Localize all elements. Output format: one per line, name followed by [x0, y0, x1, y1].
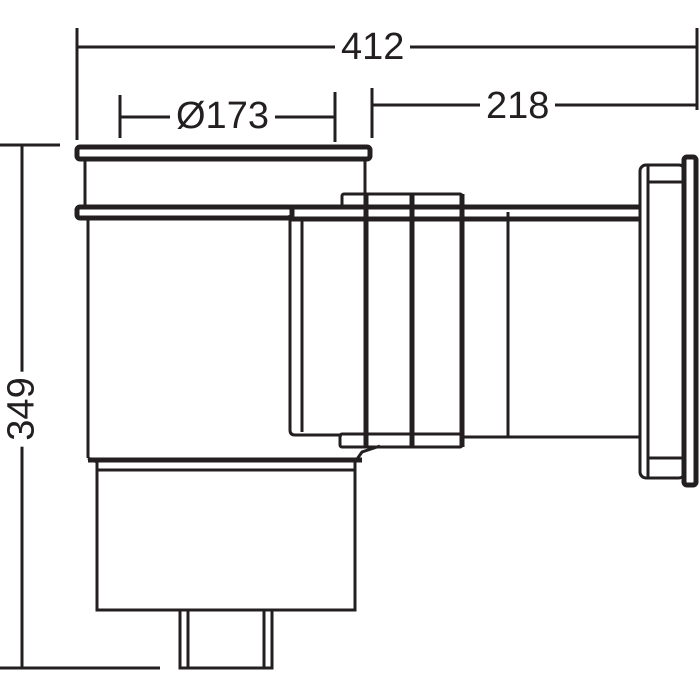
pipe-length-label: 218: [480, 87, 556, 125]
skimmer-body: [74, 144, 381, 670]
side-pipe: [288, 192, 640, 449]
wall-flange: [638, 154, 699, 488]
mouth-diameter-label: Ø173: [170, 97, 275, 135]
dimension-lines: [0, 28, 699, 670]
overall-width-label: 412: [335, 28, 411, 66]
overall-height-label: 349: [1, 371, 43, 447]
